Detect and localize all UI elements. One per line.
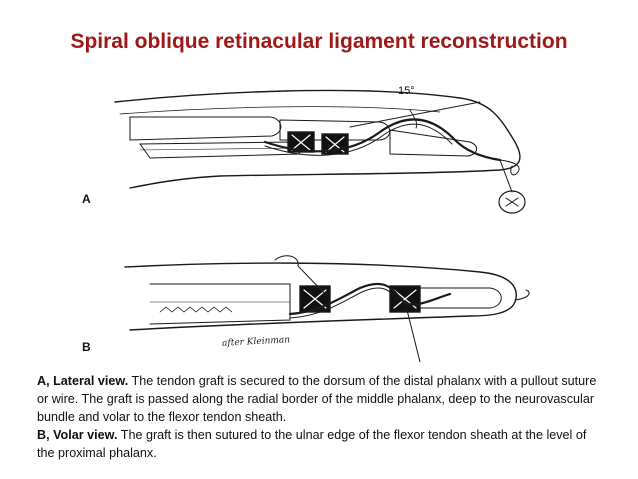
slide-title: Spiral oblique retinacular ligament reco… [70, 30, 568, 53]
panel-a-label: A [82, 192, 91, 206]
panel-b-volar-view [124, 255, 530, 363]
caption-b-text: The graft is then sutured to the ulnar e… [37, 428, 587, 460]
caption-b-heading: B, Volar view. [37, 428, 118, 442]
angle-label: 15° [398, 85, 415, 97]
finger-diagram [114, 89, 530, 363]
surgical-illustration: 15° A B after Kleinman [60, 62, 600, 363]
caption-a-text: The tendon graft is secured to the dorsu… [37, 374, 597, 424]
panel-b-label: B [82, 340, 91, 354]
panel-a-lateral-view [114, 89, 526, 214]
caption-a-heading: A, Lateral view. [37, 374, 129, 388]
figure-caption: A, Lateral view. The tendon graft is sec… [37, 372, 607, 462]
